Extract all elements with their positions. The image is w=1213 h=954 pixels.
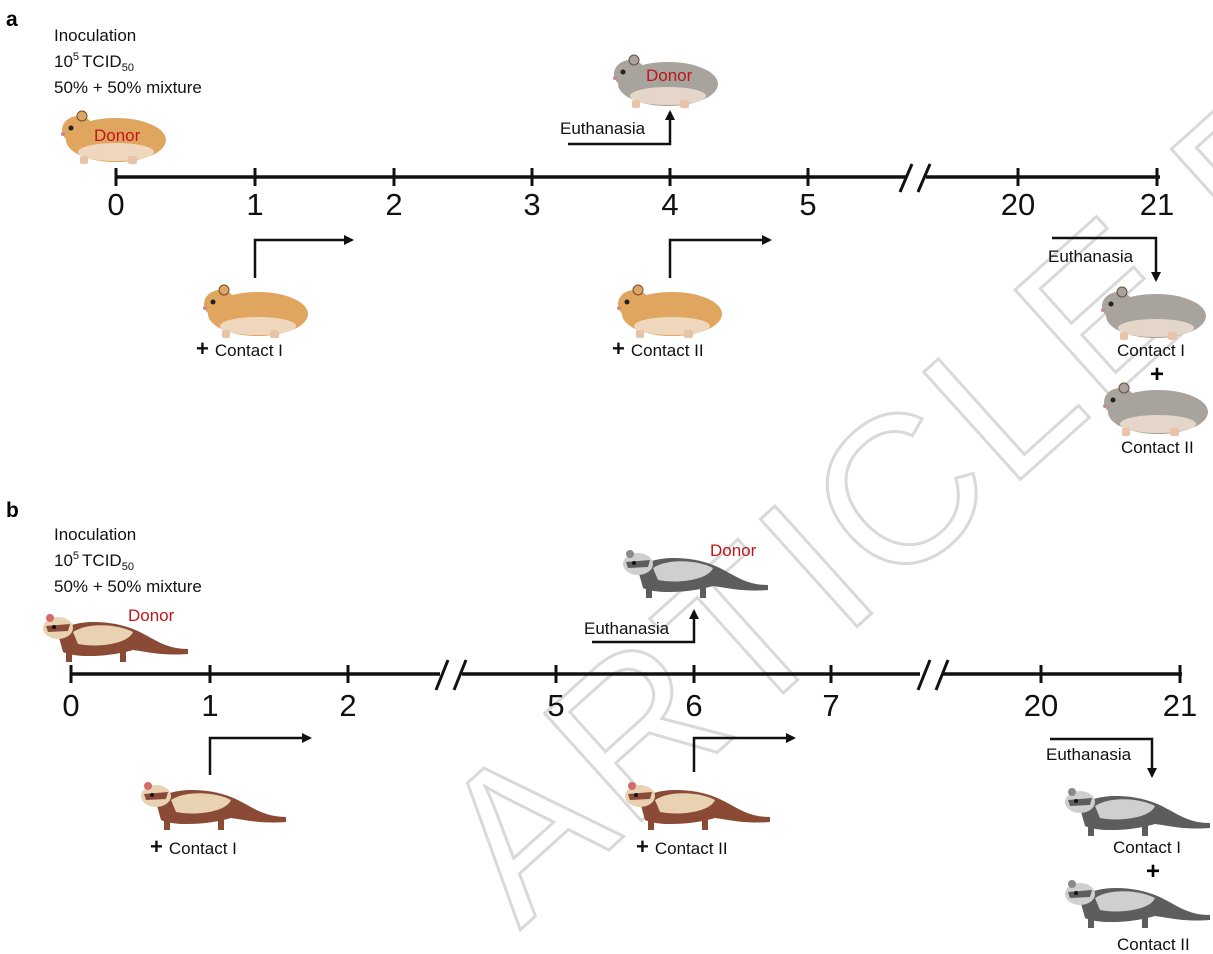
tick-label: 0 (107, 187, 124, 222)
contact-1-introduction-arrow (255, 240, 352, 278)
donor-label: Donor (646, 66, 693, 85)
contact-2-label: +Contact II (612, 336, 704, 361)
contact-1-label: +Contact I (196, 336, 283, 361)
tick-label: 5 (547, 688, 564, 723)
tick-label: 2 (385, 187, 402, 222)
euthanasia-label: Euthanasia (560, 119, 646, 138)
contact-1-label: +Contact I (150, 834, 237, 859)
euthanasia-label: Euthanasia (584, 619, 670, 638)
contact-1-hamster-image (203, 285, 308, 338)
contact-2-introduction-arrow (670, 240, 770, 278)
plus-sign: + (1146, 858, 1160, 885)
euthanasia-label: Euthanasia (1048, 247, 1134, 266)
plus-sign: + (1150, 361, 1164, 388)
tick-label: 4 (661, 187, 678, 222)
tick-label: 0 (62, 688, 79, 723)
tick-label: 6 (685, 688, 702, 723)
inoculation-mixture: 50% + 50% mixture (54, 78, 202, 97)
tick-label: 20 (1001, 187, 1035, 222)
tick-label: 21 (1140, 187, 1174, 222)
tick-label: 3 (523, 187, 540, 222)
panel-letter: b (6, 499, 19, 522)
tick-label: 2 (339, 688, 356, 723)
tick-label: 5 (799, 187, 816, 222)
donor-label: Donor (128, 606, 175, 625)
tick-label: 1 (246, 187, 263, 222)
panel-letter: a (6, 8, 18, 31)
inoculation-mixture: 50% + 50% mixture (54, 577, 202, 596)
contact-2-euthanized-ferret-image (1065, 880, 1210, 928)
contact-2-hamster-image (617, 285, 722, 338)
inoculation-title: Inoculation (54, 525, 136, 544)
inoculation-title: Inoculation (54, 26, 136, 45)
donor-label: Donor (710, 541, 757, 560)
euthanasia-label: Euthanasia (1046, 745, 1132, 764)
contact-1-introduction-arrow (210, 738, 310, 775)
contact-1-euthanized-ferret-image (1065, 788, 1210, 836)
contact-1-label: Contact I (1117, 341, 1185, 360)
contact-1-label: Contact I (1113, 838, 1181, 857)
contact-2-label: Contact II (1117, 935, 1190, 954)
contact-2-label: Contact II (1121, 438, 1194, 457)
tick-label: 1 (201, 688, 218, 723)
tick-label: 20 (1024, 688, 1058, 723)
tick-label: 7 (822, 688, 839, 723)
donor-label: Donor (94, 126, 141, 145)
contact-1-ferret-image (141, 782, 286, 830)
tick-label: 21 (1163, 688, 1197, 723)
